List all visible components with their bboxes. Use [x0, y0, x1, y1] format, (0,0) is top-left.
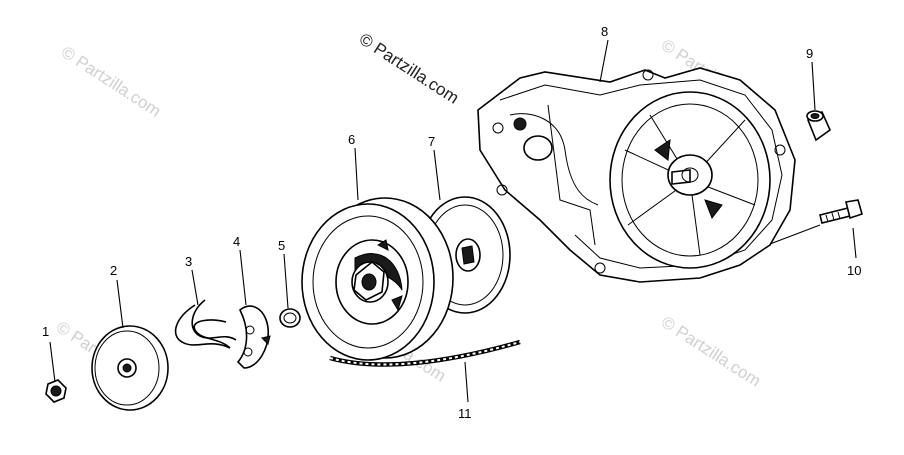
- leader-lines: [49, 39, 857, 403]
- part-5-ring: [279, 308, 301, 328]
- callout-5: 5: [278, 238, 285, 253]
- part-10-bolt: [819, 199, 863, 224]
- part-2-cover-disc: [91, 325, 169, 411]
- part-1-nut: [45, 379, 67, 403]
- watermark-top-left: © Partzilla.com: [58, 42, 164, 120]
- watermark-main: © Partzilla.com: [356, 29, 462, 107]
- callout-11: 11: [458, 406, 472, 421]
- part-11-rope: [329, 339, 521, 367]
- callout-7: 7: [428, 134, 435, 149]
- watermark-bottom-right: © Partzilla.com: [658, 312, 764, 390]
- callout-6: 6: [348, 132, 355, 147]
- callout-10: 10: [847, 263, 861, 278]
- part-4-pawl: [236, 305, 271, 369]
- callout-1: 1: [42, 324, 49, 339]
- callout-labels: 1 2 3 4 5 6 7 8 9 10 11: [42, 24, 861, 421]
- part-6-reel: [301, 197, 454, 361]
- part-8-housing: [477, 67, 796, 283]
- callout-4: 4: [233, 234, 240, 249]
- callout-3: 3: [185, 254, 192, 269]
- part-3-spring-clip: [174, 299, 237, 349]
- part-9-collar: [806, 110, 831, 142]
- callout-9: 9: [806, 46, 813, 61]
- callout-8: 8: [601, 24, 608, 39]
- callout-2: 2: [110, 263, 117, 278]
